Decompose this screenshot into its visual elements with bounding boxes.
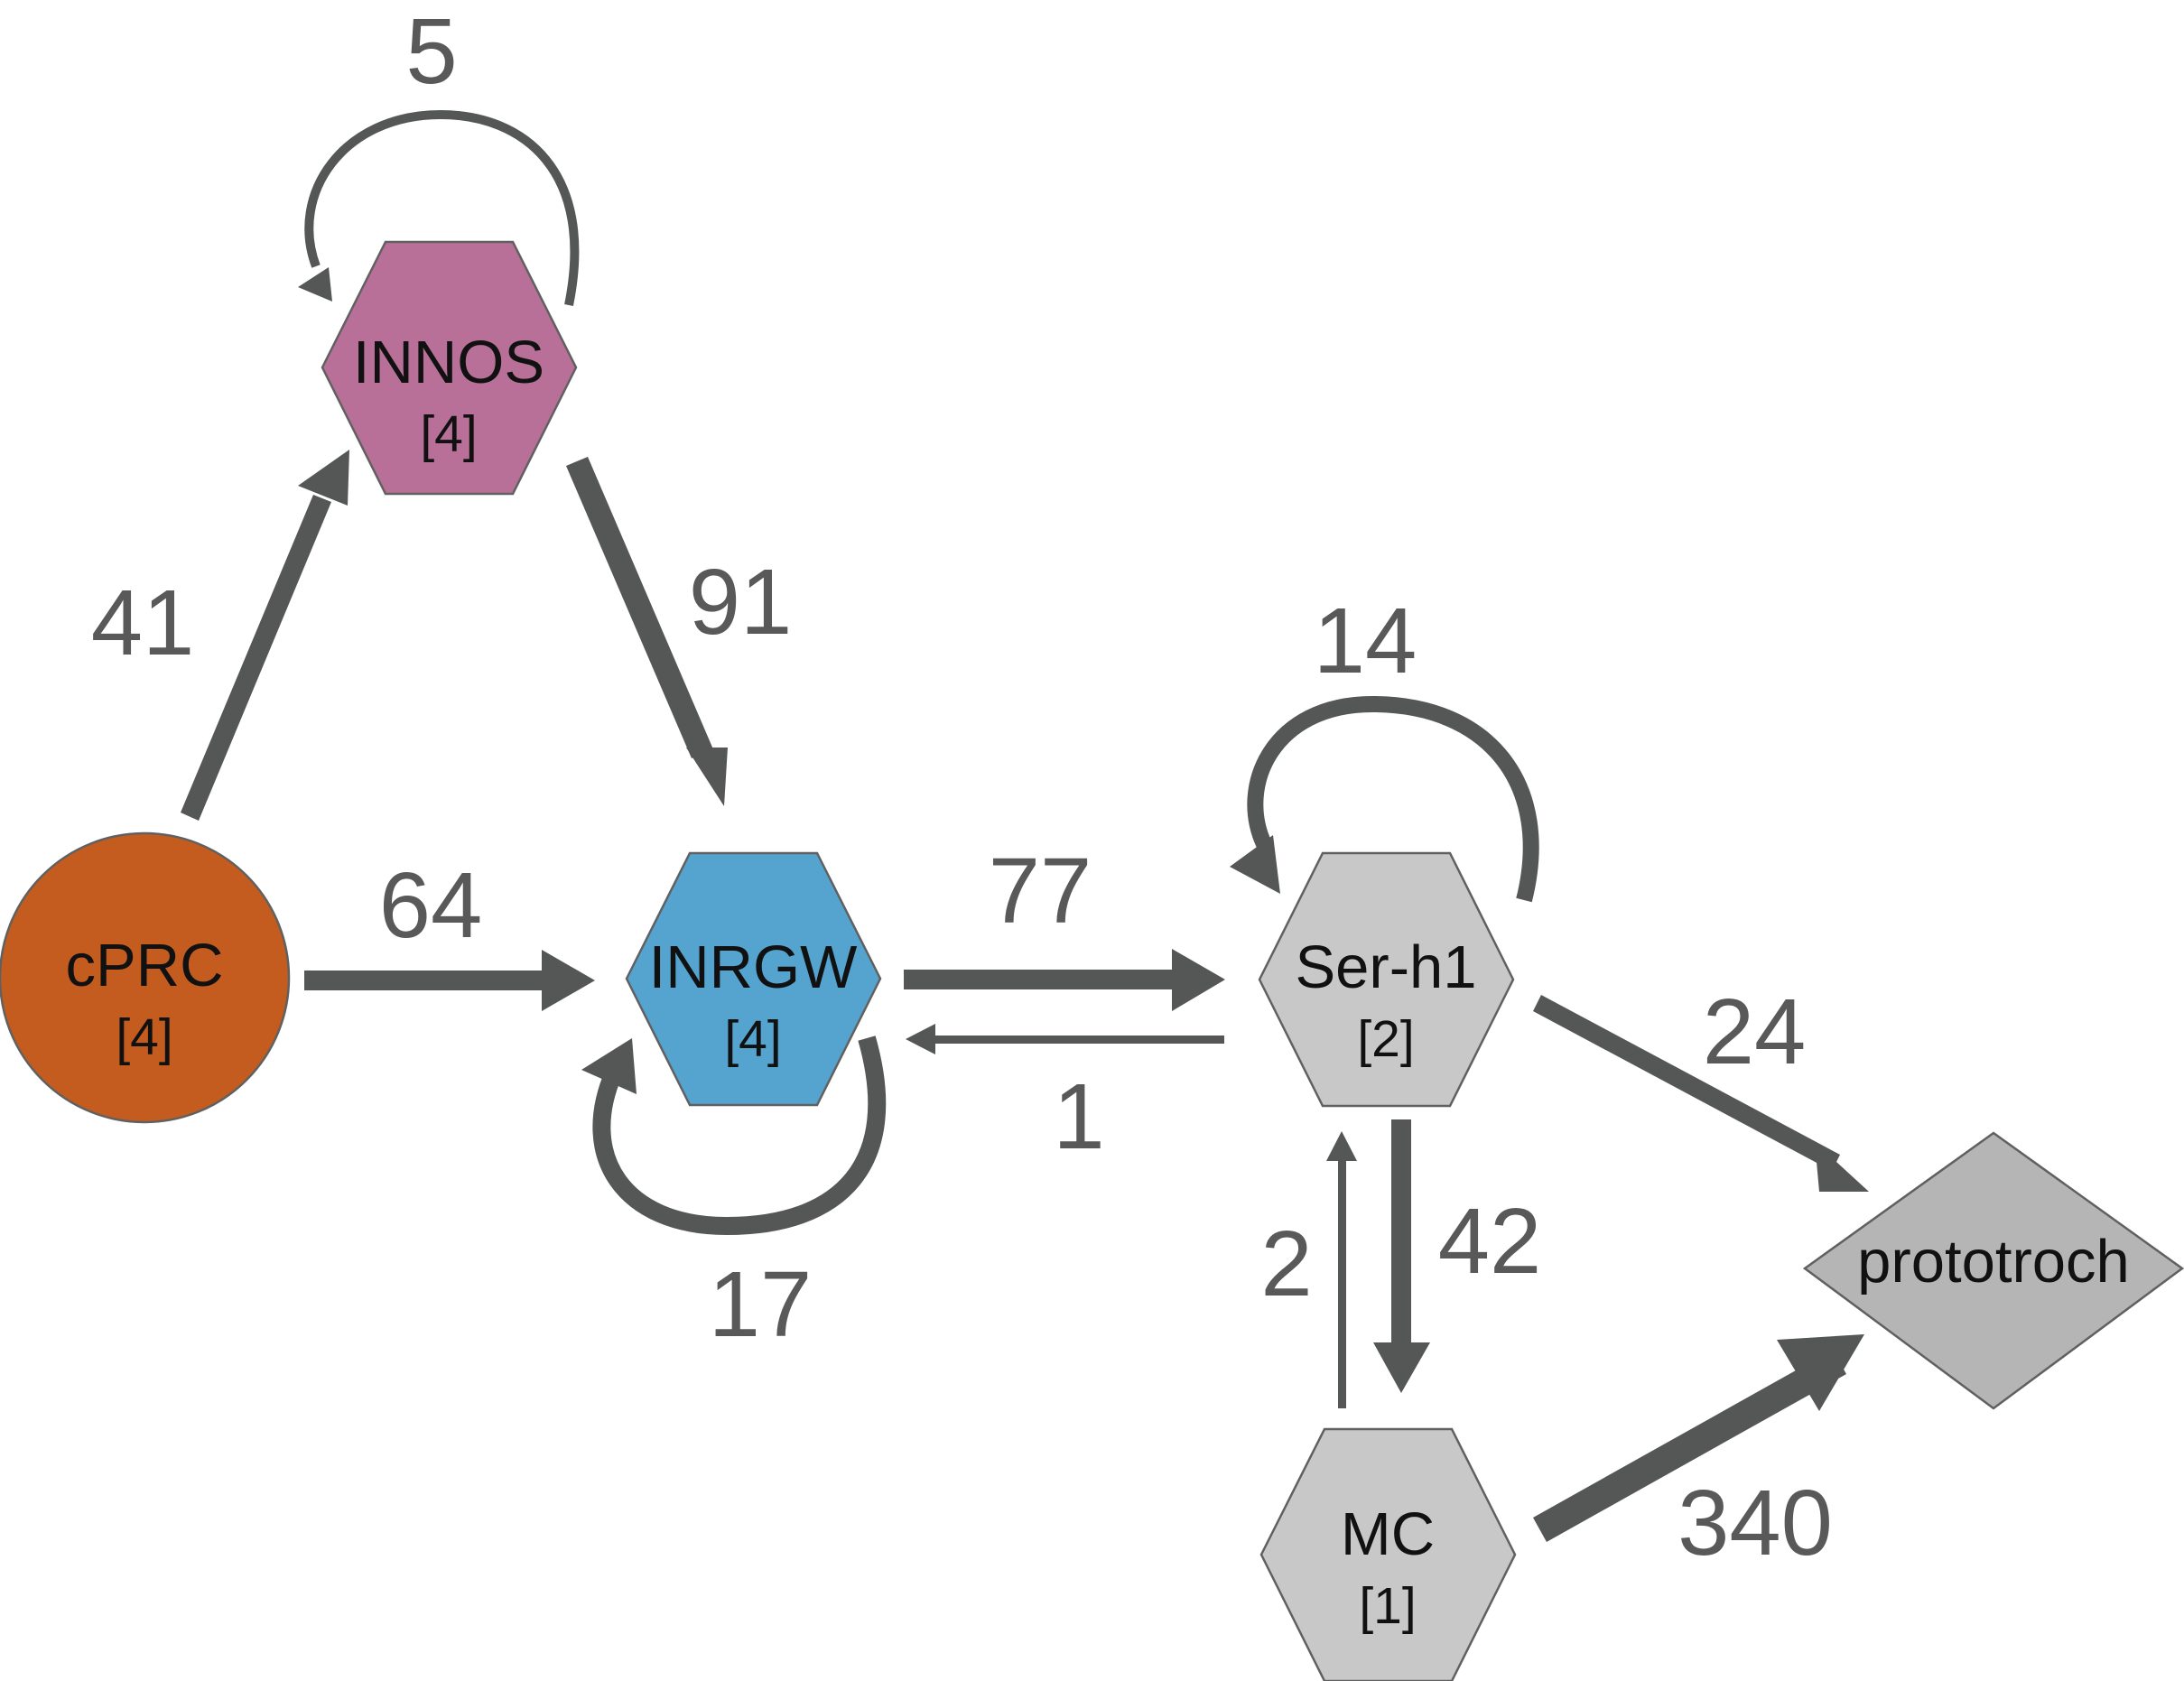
edge-label-serh1-self: 14 — [1314, 589, 1417, 692]
edge-cprc-innos — [181, 450, 349, 821]
node-innos-name: INNOS — [353, 329, 544, 396]
node-cprc-shape — [0, 831, 291, 1124]
edge-mc-serh1-shaft — [1338, 1156, 1346, 1408]
edge-label-innos-self: 5 — [405, 0, 457, 103]
edge-innos-self-arrowhead — [298, 267, 332, 302]
edge-innos-self — [298, 109, 580, 306]
edge-label-serh1-mc: 42 — [1438, 1189, 1542, 1293]
edge-inrgw-serh1-shaft — [904, 970, 1179, 989]
node-inrgw: INRGW [4] — [625, 851, 882, 1107]
node-prototroch-name: prototroch — [1857, 1228, 2130, 1296]
edge-serh1-self-loop — [1247, 695, 1539, 903]
edge-serh1-prototroch-arrowhead — [1815, 1142, 1869, 1192]
edge-label-cprc-innos: 41 — [91, 571, 195, 674]
edge-serh1-prototroch — [1533, 995, 1869, 1192]
node-mc-shape — [1259, 1427, 1517, 1681]
edge-serh1-mc-arrowhead — [1373, 1342, 1430, 1393]
edge-cprc-innos-shaft — [181, 495, 331, 821]
nodes: cPRC [4] INNOS [4] INRGW [4] Ser-h1 [2] … — [0, 240, 2184, 1681]
edge-inrgw-serh1 — [904, 949, 1225, 1011]
edge-label-serh1-inrgw: 1 — [1053, 1064, 1104, 1168]
edge-innos-inrgw — [566, 457, 728, 806]
edge-serh1-self — [1230, 695, 1539, 903]
edge-mc-serh1 — [1326, 1131, 1357, 1408]
edge-serh1-prototroch-shaft — [1533, 995, 1840, 1171]
node-serh1-name: Ser-h1 — [1295, 933, 1476, 1001]
edge-innos-inrgw-shaft — [566, 457, 713, 758]
edge-serh1-self-arrowhead — [1230, 835, 1280, 894]
node-inrgw-name: INRGW — [649, 933, 859, 1001]
node-innos: INNOS [4] — [321, 240, 578, 496]
edge-serh1-mc-shaft — [1391, 1119, 1411, 1343]
edge-label-inrgw-self: 17 — [709, 1252, 813, 1356]
node-serh1-shape — [1258, 851, 1515, 1108]
edge-serh1-mc — [1373, 1119, 1430, 1393]
edge-label-cprc-inrgw: 64 — [379, 853, 483, 957]
node-innos-count: [4] — [420, 405, 477, 463]
edge-cprc-inrgw-arrowhead — [542, 950, 595, 1011]
edge-serh1-inrgw-shaft — [930, 1036, 1224, 1044]
edge-labels: 41 64 5 91 17 77 1 14 24 42 2 340 — [91, 0, 1833, 1574]
edge-label-mc-prototroch: 340 — [1677, 1471, 1833, 1574]
node-cprc-name: cPRC — [66, 932, 224, 999]
edge-cprc-inrgw — [304, 950, 595, 1011]
node-inrgw-shape — [625, 851, 882, 1107]
edge-mc-prototroch-arrowhead — [1777, 1334, 1864, 1411]
node-prototroch: prototroch — [1802, 1131, 2184, 1410]
edge-mc-serh1-arrowhead — [1326, 1131, 1357, 1161]
edge-innos-inrgw-arrowhead — [686, 748, 728, 806]
edge-inrgw-self-loop — [592, 1036, 887, 1236]
edge-mc-prototroch-shaft — [1533, 1350, 1846, 1542]
node-innos-shape — [321, 240, 578, 496]
edge-innos-self-loop — [304, 109, 580, 306]
edge-label-serh1-prototroch: 24 — [1703, 980, 1807, 1083]
node-cprc-count: [4] — [116, 1008, 172, 1066]
edge-inrgw-serh1-arrowhead — [1172, 949, 1225, 1011]
node-mc-count: [1] — [1359, 1577, 1416, 1635]
node-mc: MC [1] — [1259, 1427, 1517, 1681]
node-serh1: Ser-h1 [2] — [1258, 851, 1515, 1108]
edge-inrgw-self-arrowhead — [581, 1038, 637, 1094]
edge-cprc-inrgw-shaft — [304, 971, 553, 990]
edge-label-mc-serh1: 2 — [1260, 1212, 1312, 1315]
edge-label-innos-inrgw: 91 — [689, 550, 793, 654]
edge-inrgw-self — [581, 1036, 887, 1236]
node-prototroch-shape — [1802, 1131, 2184, 1410]
node-mc-name: MC — [1341, 1500, 1435, 1568]
edge-serh1-inrgw — [906, 1024, 1224, 1054]
node-cprc: cPRC [4] — [0, 831, 291, 1124]
edges — [181, 109, 1869, 1542]
edge-serh1-inrgw-arrowhead — [906, 1024, 935, 1054]
edge-cprc-innos-arrowhead — [298, 450, 349, 506]
node-inrgw-count: [4] — [724, 1010, 781, 1068]
edge-label-inrgw-serh1: 77 — [989, 839, 1092, 943]
edge-mc-prototroch — [1533, 1334, 1864, 1542]
node-serh1-count: [2] — [1357, 1010, 1414, 1068]
